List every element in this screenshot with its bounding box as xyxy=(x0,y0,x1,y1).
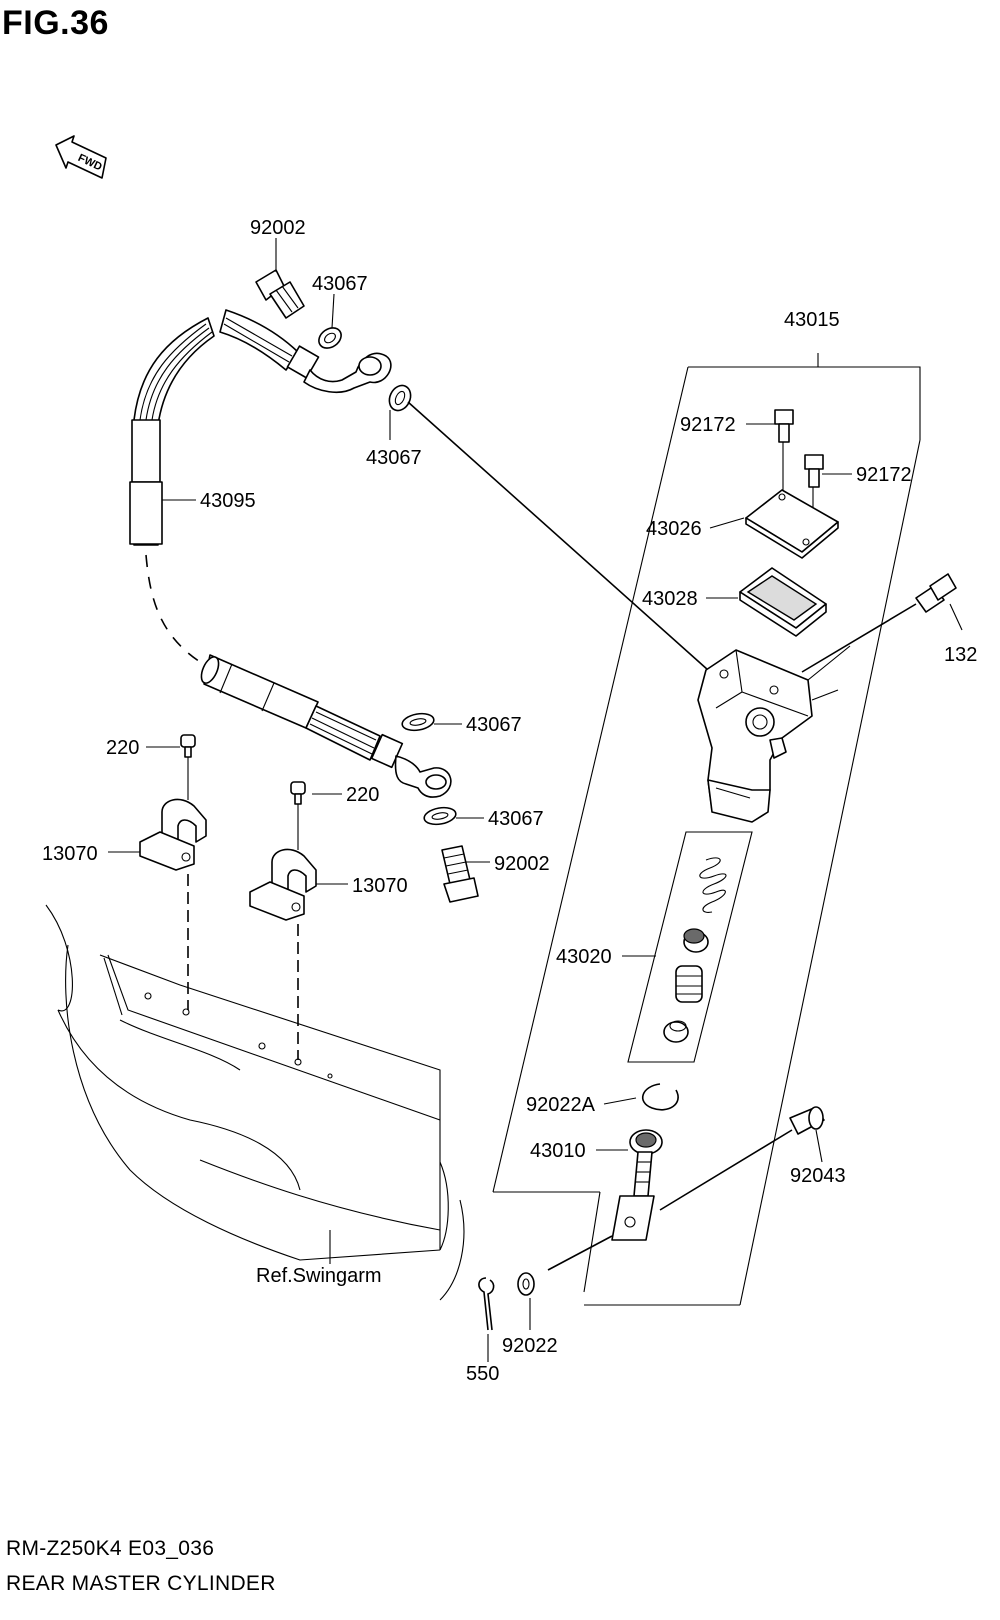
assembly-frame-43015 xyxy=(492,353,921,1306)
piston-kit-43020 xyxy=(627,831,753,1063)
leader-lines xyxy=(108,238,963,1362)
reservoir-cap-43026 xyxy=(745,489,839,559)
label-43010: 43010 xyxy=(530,1140,586,1162)
label-92043: 92043 xyxy=(790,1165,846,1187)
master-cylinder-body xyxy=(697,645,851,823)
banjo-bolt-92002-lower xyxy=(441,845,479,903)
figure-title: FIG.36 xyxy=(2,4,109,42)
label-43028: 43028 xyxy=(642,588,698,610)
label-92002-top: 92002 xyxy=(250,217,306,239)
bolt-132 xyxy=(801,573,957,673)
fwd-arrow-icon: FWD xyxy=(55,135,107,179)
washer-92022 xyxy=(517,1272,535,1296)
hose-clamp-13070-right xyxy=(249,781,317,1060)
label-13070-right: 13070 xyxy=(352,875,408,897)
model-code: RM-Z250K4 E03_036 xyxy=(6,1537,215,1560)
diaphragm-43028 xyxy=(739,567,827,637)
label-43026: 43026 xyxy=(646,518,702,540)
diagram-name: REAR MASTER CYLINDER xyxy=(6,1572,276,1595)
label-43067-c: 43067 xyxy=(466,714,522,736)
part-number-labels: 92002 43067 43067 43095 43015 92172 9217… xyxy=(42,217,977,1385)
circlip-92022A xyxy=(641,1083,679,1111)
label-43095: 43095 xyxy=(200,490,256,512)
label-220-left: 220 xyxy=(106,737,139,759)
label-43067-b: 43067 xyxy=(366,447,422,469)
label-550: 550 xyxy=(466,1363,499,1385)
label-ref-swingarm: Ref.Swingarm xyxy=(256,1265,382,1287)
label-43020: 43020 xyxy=(556,946,612,968)
label-43067-a: 43067 xyxy=(312,273,368,295)
label-92002-lower: 92002 xyxy=(494,853,550,875)
hose-clamp-13070-left xyxy=(139,734,207,1010)
label-43067-d: 43067 xyxy=(488,808,544,830)
label-92172-b: 92172 xyxy=(856,464,912,486)
pin-92043 xyxy=(547,1106,825,1271)
label-92022A: 92022A xyxy=(526,1094,596,1116)
washer-43067-b xyxy=(388,384,412,412)
swingarm-outline xyxy=(45,904,465,1301)
washer-43067-d xyxy=(423,806,457,826)
banjo-bolt-92002-top xyxy=(255,269,305,319)
label-92022: 92022 xyxy=(502,1335,558,1357)
screw-92172-a xyxy=(774,409,794,490)
washer-43067-c xyxy=(401,712,435,732)
label-13070-left: 13070 xyxy=(42,843,98,865)
label-92172-a: 92172 xyxy=(680,414,736,436)
label-132: 132 xyxy=(944,644,977,666)
brake-hose-43095 xyxy=(129,309,452,798)
push-rod-43010 xyxy=(611,1129,663,1241)
label-220-right: 220 xyxy=(346,784,379,806)
washer-43067-a xyxy=(318,327,342,349)
leader-line-hose xyxy=(407,401,709,671)
label-43015: 43015 xyxy=(784,309,840,331)
cotter-pin-550 xyxy=(478,1277,495,1331)
